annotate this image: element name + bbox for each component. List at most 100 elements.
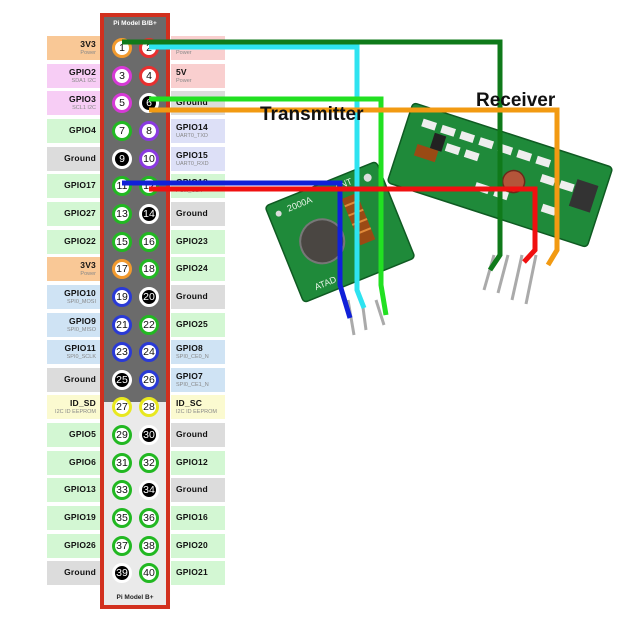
gpio-pin-30[interactable]: 30 [139, 425, 159, 446]
pin-function: Power [80, 50, 96, 56]
pin-name: 5V [176, 39, 187, 49]
gpio-pin-38[interactable]: 38 [139, 535, 159, 556]
pin-function: SPI0_CE1_N [176, 381, 209, 388]
gpio-pin-26[interactable]: 26 [139, 369, 159, 390]
pin-name: GPIO11 [64, 343, 96, 354]
gpio-pin-14[interactable]: 14 [139, 203, 159, 224]
transmitter-label: Transmitter [260, 104, 364, 125]
pin-name: Ground [64, 152, 96, 163]
gpio-pin-31[interactable]: 31 [112, 452, 132, 473]
pin-label-34: Ground [171, 478, 225, 503]
gpio-pin-22[interactable]: 22 [139, 314, 159, 335]
gpio-pin-20[interactable]: 20 [139, 286, 159, 307]
board-title-top: Pi Model B/B+ [113, 20, 157, 27]
gpio-pin-35[interactable]: 35 [112, 508, 132, 529]
pin-name: 3V3 [80, 260, 96, 271]
gpio-pin-23[interactable]: 23 [112, 342, 132, 363]
pin-name: 3V3 [80, 39, 96, 49]
gpio-pin-34[interactable]: 34 [139, 480, 159, 501]
gpio-pin-40[interactable]: 40 [139, 563, 159, 584]
pin-name: GPIO26 [64, 539, 96, 550]
gpio-pin-13[interactable]: 13 [112, 203, 132, 224]
pin-name: GPIO23 [176, 235, 208, 246]
gpio-pin-9[interactable]: 9 [112, 148, 132, 169]
pin-name: GPIO2 [69, 66, 96, 77]
pin-name: GPIO27 [64, 207, 96, 218]
pin-label-22: GPIO25 [171, 312, 225, 337]
pin-function: I2C ID EEPROM [55, 409, 96, 416]
receiver-label: Receiver [476, 90, 556, 111]
gpio-pin-10[interactable]: 10 [139, 148, 159, 169]
pin-function: Power [80, 271, 96, 278]
gpio-pin-16[interactable]: 16 [139, 231, 159, 252]
pin-name: GPIO24 [176, 263, 208, 274]
pin-label-15: GPIO22 [47, 229, 100, 254]
pin-name: Ground [176, 207, 208, 218]
pin-function: PCM_CLK [176, 188, 202, 195]
gpio-pin-4[interactable]: 4 [139, 65, 159, 86]
pin-name: GPIO18 [176, 177, 208, 188]
pin-name: GPIO6 [69, 456, 96, 467]
gpio-pin-3[interactable]: 3 [112, 65, 132, 86]
gpio-pin-37[interactable]: 37 [112, 535, 132, 556]
pin-label-40: GPIO21 [171, 561, 225, 586]
pin-name: GPIO8 [176, 343, 203, 354]
pin-name: GPIO17 [64, 180, 96, 191]
pin-function: SCL1 I2C [72, 105, 96, 112]
pin-label-35: GPIO19 [47, 506, 100, 531]
pin-name: GPIO13 [64, 484, 96, 495]
gpio-pin-39[interactable]: 39 [112, 563, 132, 584]
gpio-pin-27[interactable]: 27 [112, 397, 132, 418]
pin-label-18: GPIO24 [171, 257, 225, 282]
pin-label-16: GPIO23 [171, 229, 225, 254]
board-title-bottom: Pi Model B+ [116, 594, 154, 601]
pin-name: GPIO7 [176, 370, 203, 381]
pin-name: Ground [64, 373, 96, 384]
pin-label-38: GPIO20 [171, 533, 225, 558]
pin-label-7: GPIO4 [47, 118, 100, 143]
gpio-pin-32[interactable]: 32 [139, 452, 159, 473]
transmitter-pins [346, 299, 386, 336]
pin-label-37: GPIO26 [47, 533, 100, 558]
gpio-pin-36[interactable]: 36 [139, 508, 159, 529]
pin-function: SPI0_SCLK [66, 354, 96, 361]
pin-label-30: Ground [171, 423, 225, 448]
pin-function: SPI0_MISO [66, 326, 96, 333]
pi-gpio-header: Pi Model B/B+ Pi Model B+ [100, 13, 170, 609]
gpio-pin-19[interactable]: 19 [112, 286, 132, 307]
gpio-pin-21[interactable]: 21 [112, 314, 132, 335]
gpio-pin-28[interactable]: 28 [139, 397, 159, 418]
pin-label-29: GPIO5 [47, 423, 100, 448]
gpio-pin-29[interactable]: 29 [112, 425, 132, 446]
pin-name: GPIO22 [64, 235, 96, 246]
pin-name: GPIO9 [69, 315, 96, 326]
gpio-pin-7[interactable]: 7 [112, 120, 132, 141]
gpio-pin-1[interactable]: 1 [112, 38, 132, 58]
pin-function: I2C ID EEPROM [176, 409, 217, 416]
gpio-pin-8[interactable]: 8 [139, 120, 159, 141]
gpio-pin-33[interactable]: 33 [112, 480, 132, 501]
pin-name: GPIO14 [176, 121, 208, 132]
pin-name: 5V [176, 66, 187, 77]
gpio-pin-24[interactable]: 24 [139, 342, 159, 363]
gpio-pin-2[interactable]: 2 [139, 38, 159, 58]
pin-name: ID_SC [176, 398, 203, 409]
pin-name: GPIO15 [176, 149, 208, 160]
pin-name: GPIO19 [64, 512, 96, 523]
pin-name: GPIO20 [176, 539, 208, 550]
pin-function: SPI0_MOSI [66, 298, 96, 305]
gpio-pin-15[interactable]: 15 [112, 231, 132, 252]
pin-name: GPIO12 [176, 456, 208, 467]
pin-name: GPIO25 [176, 318, 208, 329]
gpio-pin-25[interactable]: 25 [112, 369, 132, 390]
